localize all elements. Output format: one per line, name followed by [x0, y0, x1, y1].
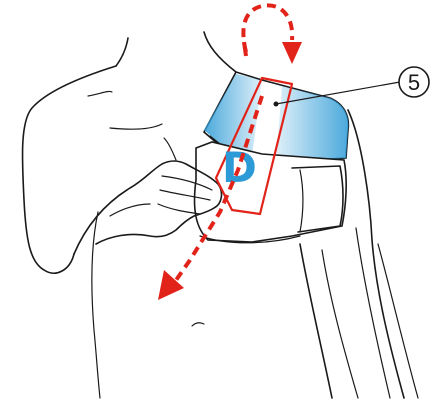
cuff-band-inner-edge	[299, 169, 304, 233]
callout-number: 5	[408, 70, 420, 95]
callout-dot	[273, 101, 279, 107]
callout-circle	[398, 66, 430, 98]
wrap-arrowhead-icon	[282, 42, 302, 64]
wrap-arrow-icon	[241, 3, 295, 53]
left-shoulder-contour	[21, 65, 117, 274]
left-torso-line	[91, 211, 101, 399]
right-arm-inner	[299, 243, 333, 399]
zone-d-letter: D	[222, 143, 257, 192]
pull-arrowhead-icon	[158, 270, 184, 300]
pull-arrow-icon	[170, 95, 264, 288]
cuff-band-tail	[291, 165, 344, 233]
right-arm-line-b	[377, 243, 419, 399]
nipple-mark	[191, 322, 205, 327]
callout-leader-line	[275, 81, 401, 105]
left-arm-crease	[87, 90, 113, 97]
chest-fold	[109, 123, 163, 130]
hand-back	[109, 203, 151, 217]
finger-3	[157, 203, 201, 215]
thumb	[163, 137, 177, 161]
neck-right-line	[203, 31, 237, 73]
neck-left-line	[115, 37, 129, 67]
cuff-band-bottom	[199, 235, 301, 244]
zone-d-outline	[214, 76, 294, 216]
hand-outline	[73, 160, 223, 255]
right-arm-line-c	[321, 249, 359, 399]
finger-1	[161, 175, 213, 191]
cuff-blue-right	[276, 86, 349, 162]
right-arm-line-a	[355, 227, 391, 399]
cuff-blue-left	[204, 74, 262, 156]
wrap-start-tick	[242, 41, 248, 57]
finger-2	[159, 189, 211, 201]
right-arm-outer	[347, 109, 405, 399]
